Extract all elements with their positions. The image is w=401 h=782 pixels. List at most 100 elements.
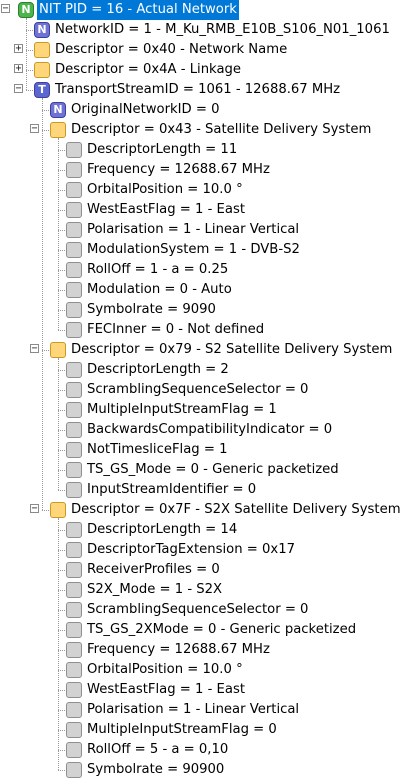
- tree-node-label: Polarisation = 1 - Linear Vertical: [87, 702, 300, 717]
- tree-node-descriptor-0x43-satellite-delivery-syste[interactable]: −Descriptor = 0x43 - Satellite Delivery …: [0, 120, 401, 140]
- collapse-icon[interactable]: −: [30, 503, 39, 514]
- tree-connector: [58, 430, 65, 431]
- tree-node-multipleinputstreamflag-0[interactable]: MultipleInputStreamFlag = 0: [0, 720, 401, 740]
- tree-node-label: BackwardsCompatibilityIndicator = 0: [87, 422, 333, 437]
- tree-connector: [58, 390, 65, 391]
- tree-node-label: Frequency = 12688.67 MHz: [87, 642, 270, 657]
- tree-node-label: Descriptor = 0x40 - Network Name: [55, 42, 288, 57]
- tree-node-label: RollOff = 5 - a = 0,10: [87, 742, 229, 757]
- folder-icon: [50, 502, 66, 518]
- tree-connector: [58, 610, 65, 611]
- tree-connector: [58, 310, 65, 311]
- tree-node-label: DescriptorTagExtension = 0x17: [87, 542, 295, 557]
- expand-icon[interactable]: +: [14, 63, 23, 74]
- tree-node-orbitalposition-10-0[interactable]: OrbitalPosition = 10.0 °: [0, 660, 401, 680]
- tree-connector: [42, 510, 49, 511]
- tree-node-descriptor-0x4a-linkage[interactable]: +Descriptor = 0x4A - Linkage: [0, 60, 401, 80]
- leaf-icon: [66, 682, 82, 698]
- tree-node-label: MultipleInputStreamFlag = 1: [87, 402, 277, 417]
- tree-connector: [58, 710, 65, 711]
- tree-node-rolloff-5-a-0-10[interactable]: RollOff = 5 - a = 0,10: [0, 740, 401, 760]
- leaf-icon: [66, 382, 82, 398]
- tree-node-polarisation-1-linear-vertical[interactable]: Polarisation = 1 - Linear Vertical: [0, 700, 401, 720]
- tree-node-label: OrbitalPosition = 10.0 °: [87, 182, 243, 197]
- tree-guide-line: [58, 358, 59, 490]
- leaf-icon: [66, 622, 82, 638]
- tree-node-label: Descriptor = 0x7F - S2X Satellite Delive…: [71, 502, 401, 517]
- tree-node-label: ModulationSystem = 1 - DVB-S2: [87, 242, 300, 257]
- leaf-icon: [66, 742, 82, 758]
- tree-node-symbolrate-9090[interactable]: Symbolrate = 9090: [0, 300, 401, 320]
- expand-icon[interactable]: +: [14, 43, 23, 54]
- tree-connector: [58, 230, 65, 231]
- tree-node-receiverprofiles-0[interactable]: ReceiverProfiles = 0: [0, 560, 401, 580]
- collapse-icon[interactable]: −: [30, 343, 39, 354]
- tree-node-label: NIT PID = 16 - Actual Network: [37, 0, 239, 20]
- tree-node-westeastflag-1-east[interactable]: WestEastFlag = 1 - East: [0, 680, 401, 700]
- leaf-icon: [66, 242, 82, 258]
- tree-connector: [26, 30, 33, 31]
- tree-node-symbolrate-90900[interactable]: Symbolrate = 90900: [0, 760, 401, 780]
- tree-connector: [42, 350, 49, 351]
- leaf-icon: [66, 582, 82, 598]
- tree-node-frequency-12688-67-mhz[interactable]: Frequency = 12688.67 MHz: [0, 640, 401, 660]
- tree-node-descriptor-0x40-network-name[interactable]: + Descriptor = 0x40 - Network Name: [0, 40, 401, 60]
- tree-connector: [58, 770, 65, 771]
- tree-node-nottimesliceflag-1[interactable]: NotTimesliceFlag = 1: [0, 440, 401, 460]
- leaf-icon: [66, 562, 82, 578]
- tree-node-polarisation-1-linear-vertical[interactable]: Polarisation = 1 - Linear Vertical: [0, 220, 401, 240]
- tree-guide-line: [26, 18, 27, 90]
- tree-node-descriptorlength-14[interactable]: DescriptorLength = 14: [0, 520, 401, 540]
- tree-connector: [58, 650, 65, 651]
- tree-node-descriptortagextension-0x17[interactable]: DescriptorTagExtension = 0x17: [0, 540, 401, 560]
- leaf-icon: [66, 702, 82, 718]
- leaf-icon: [66, 722, 82, 738]
- tree-node-descriptor-0x7f-s2x-satellite-delivery-s[interactable]: − Descriptor = 0x7F - S2X Satellite Deliv…: [0, 500, 401, 520]
- tree-node-modulationsystem-1-dvb-s2[interactable]: ModulationSystem = 1 - DVB-S2: [0, 240, 401, 260]
- tree-node-label: FECInner = 0 - Not defined: [87, 322, 265, 337]
- tree-connector: [58, 150, 65, 151]
- tree-node-scramblingsequenceselector-0[interactable]: ScramblingSequenceSelector = 0: [0, 600, 401, 620]
- tree-node-descriptorlength-2[interactable]: DescriptorLength = 2: [0, 360, 401, 380]
- tree-node-ts-gs-2xmode-0-generic-packetized[interactable]: TS_GS_2XMode = 0 - Generic packetized: [0, 620, 401, 640]
- collapse-icon[interactable]: −: [14, 83, 23, 94]
- tree-connector: [26, 90, 33, 91]
- t-icon: T: [34, 82, 50, 98]
- tree-node-descriptor-0x79-s2-satellite-delivery-sy[interactable]: −Descriptor = 0x79 - S2 Satellite Delive…: [0, 340, 401, 360]
- tree-node-scramblingsequenceselector-0[interactable]: ScramblingSequenceSelector = 0: [0, 380, 401, 400]
- tree-node-label: NotTimesliceFlag = 1: [87, 442, 228, 457]
- tree-node-orbitalposition-10-0[interactable]: OrbitalPosition = 10.0 °: [0, 180, 401, 200]
- tree-connector: [26, 50, 33, 51]
- tree-node-backwardscompatibilityindicator-0[interactable]: BackwardsCompatibilityIndicator = 0: [0, 420, 401, 440]
- folder-icon: [50, 342, 66, 358]
- tree-node-multipleinputstreamflag-1[interactable]: MultipleInputStreamFlag = 1: [0, 400, 401, 420]
- folder-icon: [50, 122, 66, 138]
- collapse-icon[interactable]: −: [1, 3, 10, 14]
- tree-node-label: OrbitalPosition = 10.0 °: [87, 662, 243, 677]
- tree-node-ts-gs-mode-0-generic-packetized[interactable]: TS_GS_Mode = 0 - Generic packetized: [0, 460, 401, 480]
- tree-node-rolloff-1-a-0-25[interactable]: RollOff = 1 - a = 0.25: [0, 260, 401, 280]
- tree-node-s2x-mode-1-s2x[interactable]: S2X_Mode = 1 - S2X: [0, 580, 401, 600]
- tree-connector: [58, 750, 65, 751]
- tree-node-inputstreamidentifier-0[interactable]: InputStreamIdentifier = 0: [0, 480, 401, 500]
- tree-guide-line: [58, 138, 59, 330]
- tree-node-fecinner-0-not-defined[interactable]: FECInner = 0 - Not defined: [0, 320, 401, 340]
- tree-connector: [58, 410, 65, 411]
- leaf-icon: [66, 602, 82, 618]
- collapse-icon[interactable]: −: [30, 123, 39, 134]
- tree-node-label: ReceiverProfiles = 0: [87, 562, 220, 577]
- leaf-icon: [66, 402, 82, 418]
- tree-connector: [58, 630, 65, 631]
- tree-node-descriptorlength-11[interactable]: DescriptorLength = 11: [0, 140, 401, 160]
- leaf-icon: [66, 642, 82, 658]
- tree-connector: [58, 210, 65, 211]
- tree-node-westeastflag-1-east[interactable]: WestEastFlag = 1 - East: [0, 200, 401, 220]
- tree-node-frequency-12688-67-mhz[interactable]: Frequency = 12688.67 MHz: [0, 160, 401, 180]
- tree-node-modulation-0-auto[interactable]: Modulation = 0 - Auto: [0, 280, 401, 300]
- leaf-icon: [66, 162, 82, 178]
